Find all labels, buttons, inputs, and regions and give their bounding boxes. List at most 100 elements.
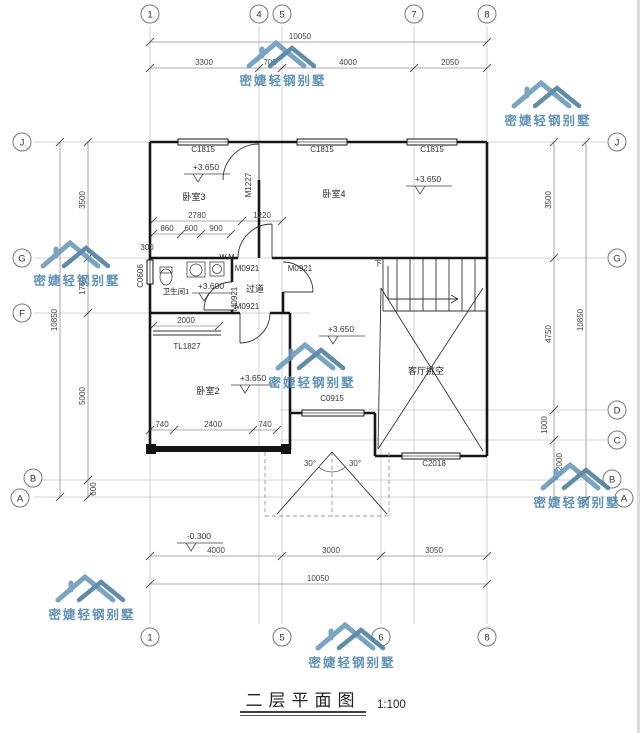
dim-600: 600 [184, 224, 198, 233]
axis-right-d: D [614, 406, 621, 417]
axis-bottom-5: 5 [279, 633, 284, 644]
dim-top-700: 700 [263, 58, 277, 67]
axis-left-a: A [17, 494, 24, 505]
window-label-c1815-3: C1815 [420, 145, 444, 154]
axis-top-1: 1 [147, 10, 152, 21]
dim-angle-30-left: 30° [304, 459, 316, 468]
level-bedroom4: +3.650 [415, 174, 442, 184]
watermark-text: 密婕轻钢别墅 [238, 73, 326, 88]
level-hall: +3.650 [328, 324, 355, 334]
dim-right-1000: 1000 [540, 416, 549, 434]
level-ground: -0.300 [187, 531, 211, 541]
watermark-text: 密婕轻钢别墅 [503, 113, 591, 128]
plan-scale: 1:100 [377, 699, 406, 711]
axis-bottom-8: 8 [484, 633, 489, 644]
void-cross-lines [377, 287, 484, 452]
plan-title: 二层平面图 [246, 691, 361, 710]
dim-bottom-total: 10050 [307, 574, 330, 583]
watermark-text: 密婕轻钢别墅 [307, 655, 395, 670]
watermark-logo: 密婕轻钢别墅 [503, 83, 591, 128]
dim-2780: 2780 [188, 211, 206, 220]
room-label-corridor: 过道 [246, 283, 264, 294]
watermark-text: 密婕轻钢别墅 [47, 607, 135, 622]
dim-right-2000: 2000 [555, 453, 564, 471]
door-label-m0921-1: M0921 [235, 264, 260, 273]
room-label-bathroom1: 卫生间1 [163, 286, 190, 296]
axis-left-g: G [18, 254, 25, 265]
axis-right-b: B [609, 475, 615, 486]
axis-right-c: C [614, 436, 621, 447]
level-bedroom2: +3.650 [240, 373, 267, 383]
axis-left-f: F [19, 309, 25, 320]
watermark-text: 密婕轻钢别墅 [32, 273, 120, 288]
axis-right-j: J [615, 138, 620, 149]
level-bathroom: +3.600 [198, 281, 225, 291]
dim-860: 860 [160, 224, 174, 233]
dim-right-3500: 3500 [544, 191, 553, 209]
dim-bottom-3050: 3050 [425, 546, 443, 555]
dim-top-2050: 2050 [441, 58, 459, 67]
watermark-logo: 密婕轻钢别墅 [238, 43, 326, 88]
axis-right-a: A [621, 494, 628, 505]
dim-left-5000: 5000 [78, 387, 87, 405]
front-parapet-wall [146, 444, 291, 454]
opening-labels: C1815 C1815 C1815 M1227 C0606 M0921 M092… [136, 145, 446, 468]
dim-900: 900 [209, 224, 223, 233]
dim-top-4000: 4000 [339, 58, 357, 67]
window-label-c2018: C2018 [422, 459, 446, 468]
door-label-m0921-3: M0921 [235, 302, 260, 311]
stair-down-label: 下 [374, 259, 382, 268]
dim-left-total: 10850 [50, 308, 59, 331]
dimension-texts: 10050 3300 700 4000 2050 4000 3000 3050 … [50, 32, 585, 583]
axis-markers: 1 4 5 7 8 1 5 6 8 J G F B A J G D C B A [10, 4, 634, 647]
watermarks: 密婕轻钢别墅 密婕轻钢别墅 密婕轻钢别墅 密婕轻钢别墅 密婕轻钢别墅 密婕轻钢别… [32, 43, 620, 670]
room-label-bedroom2: 卧室2 [196, 385, 219, 396]
dim-right-4750: 4750 [544, 325, 553, 343]
room-label-living-void: 客厅挑空 [408, 365, 444, 376]
door-label-m1227: M1227 [244, 172, 253, 197]
watermark-text: 密婕轻钢别墅 [267, 375, 355, 390]
level-bedroom3: +3.650 [193, 162, 220, 172]
dim-740-b: 740 [258, 420, 272, 429]
staircase [382, 258, 487, 312]
axis-top-4: 4 [256, 10, 261, 21]
door-label-m0921-4: M0921 [230, 286, 239, 311]
dim-740-a: 740 [155, 420, 169, 429]
dim-right-total: 10850 [576, 308, 585, 331]
watermark-logo: 密婕轻钢别墅 [307, 625, 395, 670]
axis-top-7: 7 [411, 10, 416, 21]
room-labels: 卧室3 卧室4 卫生间1 过道 卧室2 客厅挑空 下 W,M [163, 188, 444, 396]
window-label-c0606: C0606 [136, 264, 145, 288]
axis-top-8: 8 [484, 10, 489, 21]
dim-top-3300: 3300 [195, 58, 213, 67]
title-block: 二层平面图 1:100 [240, 691, 406, 716]
axis-bottom-1: 1 [147, 633, 152, 644]
watermark-logo: 密婕轻钢别墅 [32, 243, 120, 288]
washer-label: W,M [220, 252, 235, 261]
dim-2400: 2400 [204, 420, 222, 429]
bathroom-fixtures [159, 261, 225, 286]
axis-right-g: G [613, 254, 620, 265]
axis-left-j: J [20, 138, 25, 149]
axis-bottom-6: 6 [378, 633, 383, 644]
dim-left-3500: 3500 [78, 191, 87, 209]
dim-2000: 2000 [177, 316, 195, 325]
dim-bottom-4000: 4000 [207, 546, 225, 555]
axis-left-b: B [30, 474, 36, 485]
window-label-c1815-2: C1815 [310, 145, 334, 154]
dim-angle-30-right: 30° [349, 459, 361, 468]
watermark-logo: 密婕轻钢别墅 [47, 577, 135, 622]
dim-top-total: 10050 [289, 32, 312, 41]
level-markers: +3.650 +3.650 +3.600 +3.650 +3.650 -0.30… [177, 162, 452, 552]
dim-300: 300 [140, 243, 154, 252]
dimension-lines [55, 37, 591, 589]
axis-top-5: 5 [279, 10, 284, 21]
door-swings [203, 143, 314, 344]
door-label-m0921-2: M0921 [288, 264, 313, 273]
grid-lines [34, 26, 606, 624]
dim-bottom-3000: 3000 [322, 546, 340, 555]
windows [146, 138, 461, 460]
watermark-text: 密婕轻钢别墅 [532, 495, 620, 510]
